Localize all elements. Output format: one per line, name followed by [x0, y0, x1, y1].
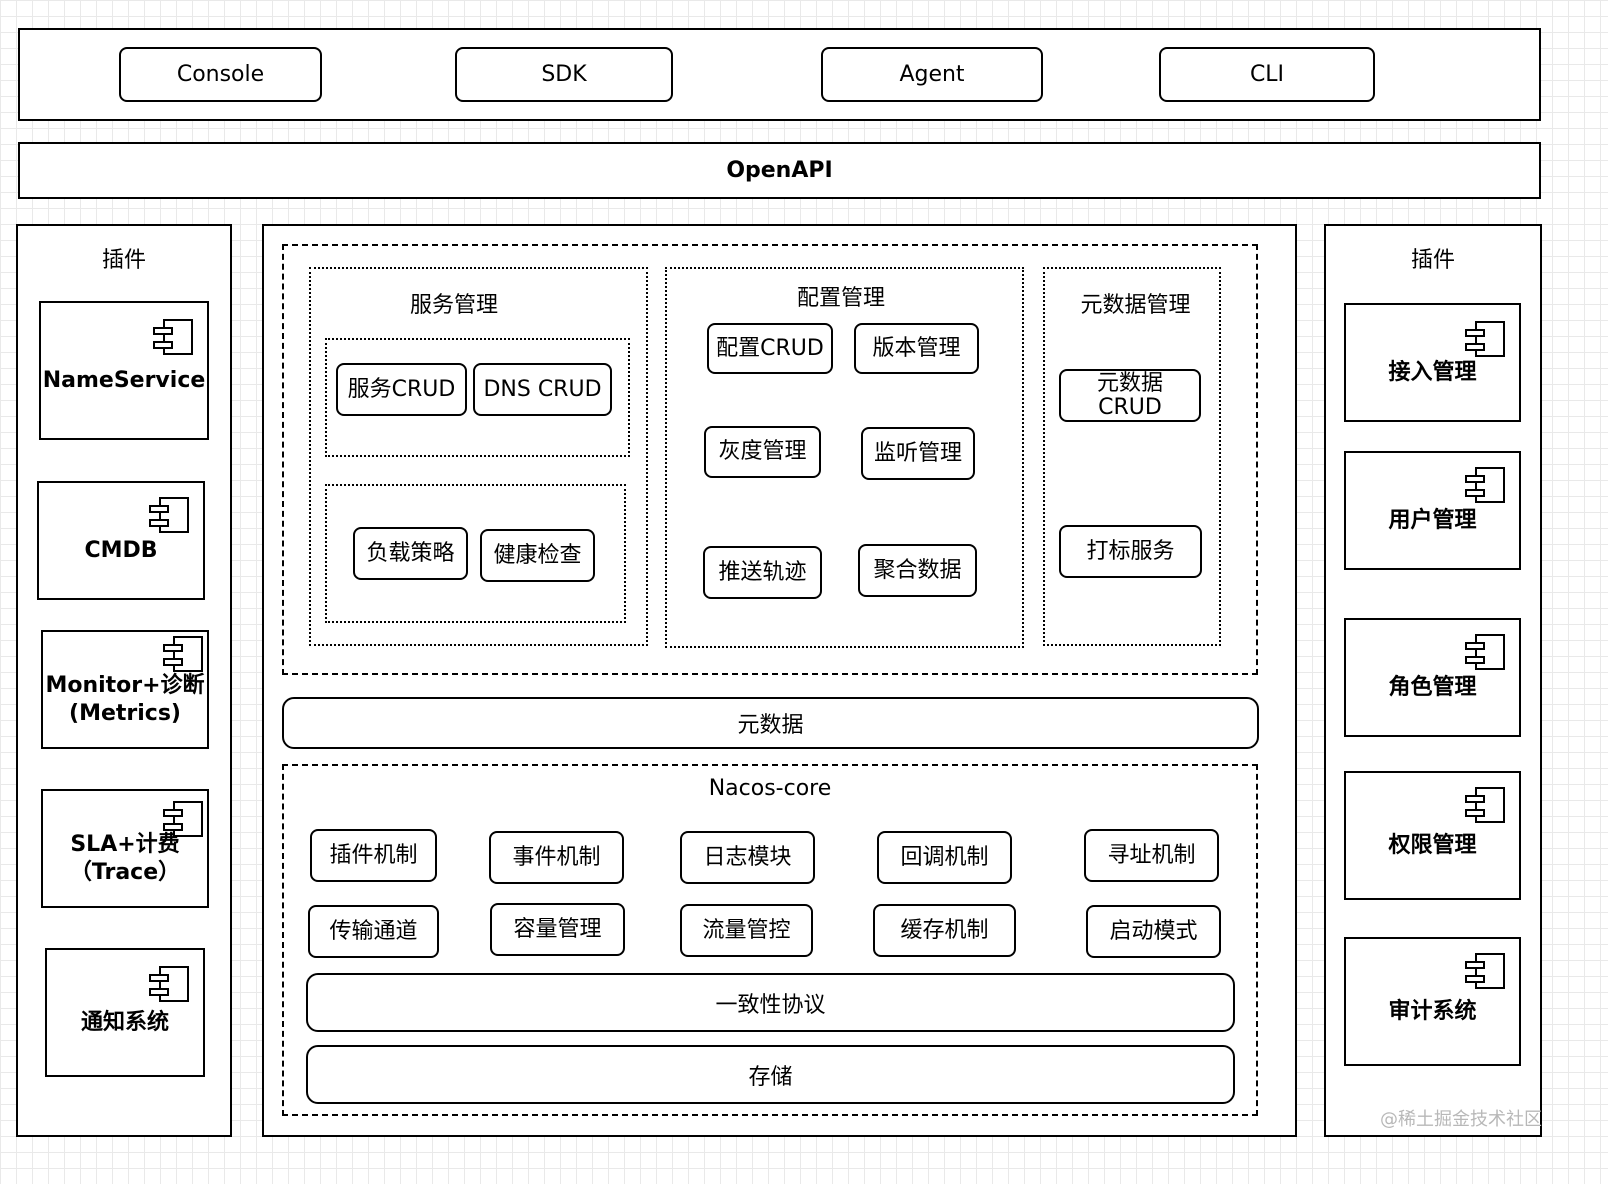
plugin-perm-mgmt: 权限管理 — [1344, 771, 1521, 900]
plugin-mechanism: 插件机制 — [310, 829, 437, 882]
tagging-service: 打标服务 — [1059, 525, 1202, 578]
component-icon — [1465, 321, 1505, 357]
health-check: 健康检查 — [480, 529, 595, 582]
aggregate-data: 聚合数据 — [858, 544, 977, 597]
openapi-bar: OpenAPI — [18, 142, 1541, 199]
plugin-notify: 通知系统 — [45, 948, 205, 1077]
component-icon — [149, 497, 189, 533]
component-icon — [1465, 787, 1505, 823]
meta-mgmt-box — [1043, 267, 1221, 646]
storage: 存储 — [306, 1045, 1235, 1104]
capacity-mgmt: 容量管理 — [490, 903, 625, 956]
service-crud: 服务CRUD — [336, 363, 467, 416]
component-icon — [1465, 634, 1505, 670]
metadata-bar: 元数据 — [282, 697, 1259, 749]
config-mgmt-title: 配置管理 — [796, 286, 885, 311]
addressing-mechanism: 寻址机制 — [1084, 829, 1219, 882]
openapi-label: OpenAPI — [726, 158, 833, 183]
plugin-user-mgmt: 用户管理 — [1344, 451, 1521, 570]
component-icon — [1465, 467, 1505, 503]
consistency-protocol: 一致性协议 — [306, 973, 1235, 1032]
push-trace: 推送轨迹 — [703, 546, 822, 599]
callback-mechanism: 回调机制 — [877, 831, 1012, 884]
listen-mgmt: 监听管理 — [861, 427, 975, 480]
log-module: 日志模块 — [680, 831, 815, 884]
plugin-audit: 审计系统 — [1344, 937, 1521, 1066]
console-box: Console — [119, 47, 322, 102]
event-mechanism: 事件机制 — [489, 831, 624, 884]
agent-box: Agent — [821, 47, 1043, 102]
right-plugins-title: 插件 — [1410, 248, 1455, 273]
component-icon — [1465, 953, 1505, 989]
cache-mechanism: 缓存机制 — [873, 904, 1016, 957]
plugin-role-mgmt: 角色管理 — [1344, 618, 1521, 737]
service-crud-group — [325, 338, 630, 457]
nacos-core-region — [282, 764, 1258, 1116]
plugin-cmdb: CMDB — [37, 481, 205, 600]
left-plugins-title: 插件 — [101, 248, 146, 273]
sdk-box: SDK — [455, 47, 673, 102]
plugin-monitor: Monitor+诊断 (Metrics) — [41, 630, 209, 749]
plugin-sla: SLA+计费 （Trace） — [41, 789, 209, 908]
transport-channel: 传输通道 — [308, 905, 439, 958]
config-crud: 配置CRUD — [707, 323, 833, 374]
gray-mgmt: 灰度管理 — [704, 426, 821, 478]
plugin-nameservice: NameService — [39, 301, 209, 440]
component-icon — [163, 636, 203, 672]
cli-box: CLI — [1159, 47, 1375, 102]
service-policy-group — [325, 484, 626, 623]
component-icon — [163, 801, 203, 837]
watermark: @稀土掘金技术社区 — [1380, 1109, 1542, 1130]
config-mgmt-box — [665, 267, 1024, 648]
traffic-control: 流量管控 — [680, 904, 813, 957]
plugin-access-mgmt: 接入管理 — [1344, 303, 1521, 422]
metadata-crud: 元数据 CRUD — [1059, 369, 1201, 422]
dns-crud: DNS CRUD — [473, 363, 612, 416]
component-icon — [153, 319, 193, 355]
service-mgmt-title: 服务管理 — [409, 293, 498, 318]
load-strategy: 负载策略 — [353, 527, 468, 580]
startup-mode: 启动模式 — [1086, 905, 1221, 958]
component-icon — [149, 966, 189, 1002]
nacos-core-title: Nacos-core — [708, 776, 832, 801]
modules-region — [282, 244, 1258, 675]
service-mgmt-box — [309, 267, 648, 646]
meta-mgmt-title: 元数据管理 — [1080, 293, 1191, 318]
version-mgmt: 版本管理 — [854, 323, 979, 374]
